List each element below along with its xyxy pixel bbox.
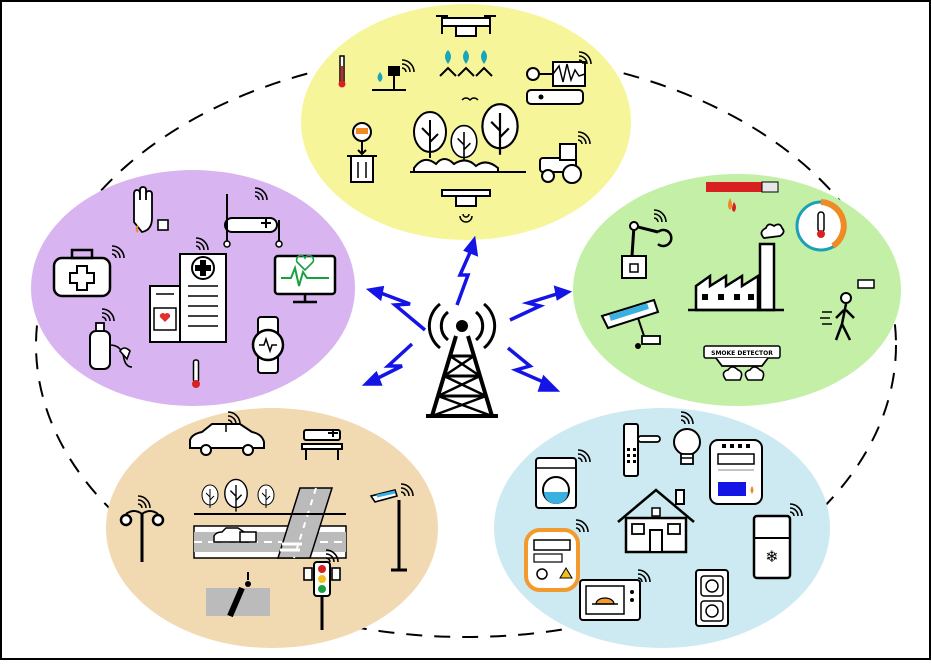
smart-lock-icon [623,423,661,477]
house-icon [617,488,695,554]
street-lamp-icon [119,495,165,562]
smoke-detector-icon: SMOKE DETECTOR [703,345,781,381]
hand-chip-icon [133,186,169,233]
smartwatch-icon [251,316,285,374]
agriculture-cluster [301,4,631,240]
hospital-bed-icon [223,187,283,248]
city-map-icon [193,478,347,559]
plants-icon [439,50,493,77]
thermostat-icon [709,439,763,505]
power-outlet-icon [695,569,729,627]
signal-arrow-downright-icon [506,346,561,392]
gauge-icon [795,199,847,252]
seismograph-icon [526,51,592,105]
ecg-monitor-icon [273,254,337,304]
svg-text:❄: ❄ [765,547,778,566]
camera-pole-icon [369,483,414,572]
first-aid-kit-icon [52,245,125,298]
robot-arm-icon [621,209,673,279]
tractor-icon [539,131,591,184]
orchard-icon [410,97,526,173]
bench-icon [301,429,343,460]
fridge-icon: ❄ [752,503,803,580]
industry-cluster: SMOKE DETECTOR [573,174,901,406]
smart-meter-icon [524,519,589,592]
thermometer-icon [192,359,200,388]
thermometer-icon [338,55,346,88]
signal-arrow-upright-icon [509,285,573,322]
drone-icon [441,189,491,223]
trash-bin-icon [347,122,377,183]
hospital-icon [149,237,227,343]
washing-machine-icon [535,449,591,509]
signal-arrow-downleft-icon [361,342,414,386]
signal-arrow-upleft-icon [365,285,427,332]
light-bulb-icon [673,411,701,465]
cell-tower-icon [426,302,498,418]
healthcare-cluster [31,170,355,406]
microwave-icon [579,569,651,621]
traffic-light-icon [303,549,341,630]
drone-icon [436,15,496,37]
oxygen-tank-icon [89,308,133,370]
fire-alarm-icon [706,181,779,212]
signal-arrows [361,235,573,392]
smart-road-icon [206,572,270,618]
smart-city-cluster [106,408,438,648]
drip-irrigation-icon [372,59,415,91]
car-icon [189,411,265,456]
motion-sensor-icon [820,279,875,341]
smart-home-cluster: ❄ [494,408,830,648]
smoke-detector-label: SMOKE DETECTOR [711,350,773,357]
security-camera-icon [600,298,661,349]
factory-icon [688,223,785,312]
signal-arrow-up-icon [455,235,479,306]
